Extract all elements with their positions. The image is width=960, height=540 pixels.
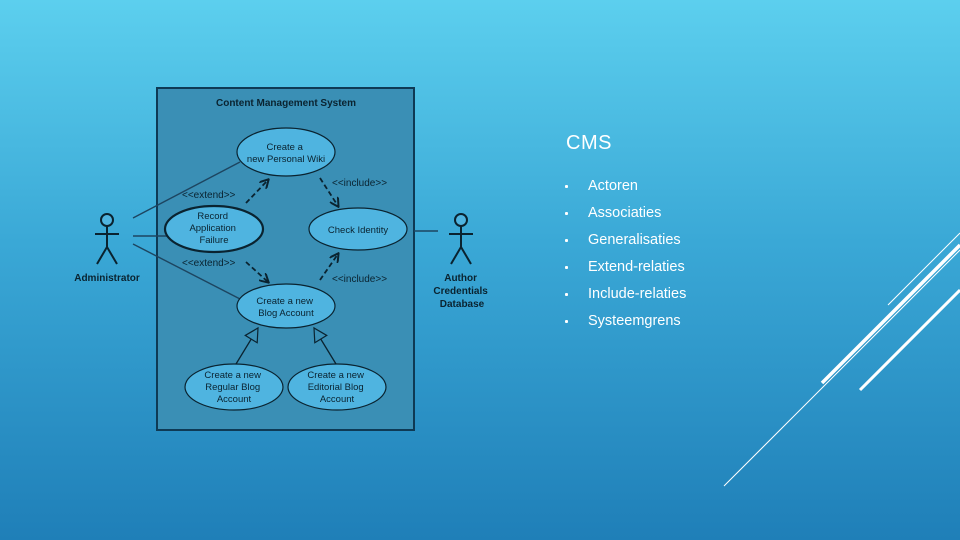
slide-title: CMS <box>566 132 612 154</box>
include-relations <box>319 177 338 281</box>
bullet-text: Actoren <box>588 178 638 194</box>
bullet-item: Generalisaties <box>562 230 686 257</box>
use-case-create-blog: Create a new Blog Account <box>236 283 336 329</box>
use-case-record-failure: Record Application Failure <box>163 204 265 254</box>
bullet-item: Systeemgrens <box>562 311 686 338</box>
bullet-list: Actoren Associaties Generalisaties Exten… <box>562 176 686 338</box>
extend-label-bottom: <<extend>> <box>182 258 236 269</box>
decorative-lines <box>723 232 960 487</box>
use-case-editorial-blog: Create a new Editorial Blog Account <box>287 363 387 411</box>
extend-relations <box>245 180 268 282</box>
svg-text:Create a new Regular Blo: Create a new Regular Blog Account <box>204 370 263 405</box>
stick-figure-icon <box>95 213 119 265</box>
bullet-text: Associaties <box>588 205 662 221</box>
bullet-icon <box>565 239 568 242</box>
svg-text:Create a new Editorial B: Create a new Editorial Blog Account <box>307 370 366 405</box>
bullet-icon <box>565 293 568 296</box>
bullet-icon <box>565 212 568 215</box>
bullet-text: Generalisaties <box>588 232 681 248</box>
bullet-text: Systeemgrens <box>588 313 681 329</box>
svg-text:Create a new Personal Wi: Create a new Personal Wiki <box>247 142 325 165</box>
svg-text:Administrator: Administrator <box>74 273 140 284</box>
actor-author-credentials-database: Author Credentials Database <box>433 213 490 310</box>
bullet-icon <box>565 266 568 269</box>
include-label-top: <<include>> <box>332 178 387 189</box>
svg-text:Create a new Blog Accoun: Create a new Blog Account <box>256 296 315 319</box>
use-case-create-wiki: Create a new Personal Wiki <box>236 127 336 177</box>
bullet-text: Include-relaties <box>588 286 687 302</box>
bullet-item: Associaties <box>562 203 686 230</box>
bullet-icon <box>565 185 568 188</box>
associations <box>132 161 438 301</box>
svg-text:Check Identity: Check Identity <box>328 225 388 236</box>
svg-text:Author Credentials: Author Credentials Database <box>433 273 490 310</box>
actor-administrator: Administrator <box>74 213 140 284</box>
include-label-bottom: <<include>> <box>332 274 387 285</box>
bullet-item: Extend-relaties <box>562 257 686 284</box>
use-case-regular-blog: Create a new Regular Blog Account <box>184 363 284 411</box>
system-title: Content Management System <box>216 98 356 109</box>
bullet-icon <box>565 320 568 323</box>
bullet-item: Actoren <box>562 176 686 203</box>
svg-text:Record Application: Record Application Failure <box>189 211 238 246</box>
extend-label-top: <<extend>> <box>182 190 236 201</box>
bullet-item: Include-relaties <box>562 284 686 311</box>
use-case-check-identity: Check Identity <box>308 207 408 251</box>
stick-figure-icon <box>449 213 473 265</box>
bullet-text: Extend-relaties <box>588 259 685 275</box>
generalizations <box>235 326 337 365</box>
